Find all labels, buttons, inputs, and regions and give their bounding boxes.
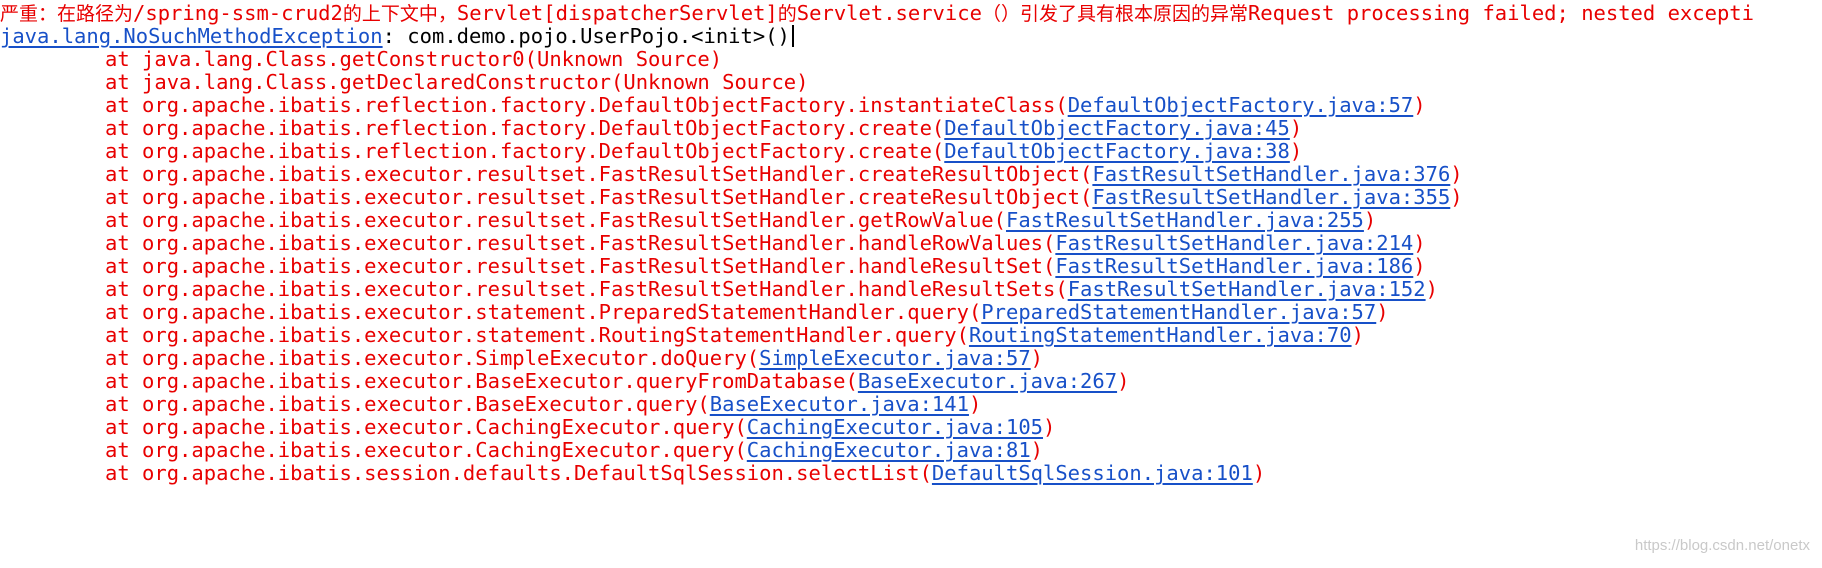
stack-frame: at java.lang.Class.getConstructor0(Unkno…: [105, 46, 722, 73]
frame-source-link[interactable]: FastResultSetHandler.java:355: [1092, 185, 1451, 209]
frame-source-link[interactable]: SimpleExecutor.java:57: [759, 346, 1031, 370]
stack-frame: at org.apache.ibatis.executor.resultset.…: [105, 161, 1463, 188]
message-cn-1: 在路径为: [57, 3, 134, 25]
frame-suffix: ): [1030, 346, 1044, 370]
frame-source-link[interactable]: FastResultSetHandler.java:214: [1055, 231, 1414, 255]
frame-source-link[interactable]: DefaultObjectFactory.java:38: [944, 139, 1290, 163]
frame-source-link[interactable]: FastResultSetHandler.java:255: [1005, 208, 1364, 232]
frame-text: at org.apache.ibatis.executor.resultset.…: [105, 231, 1056, 255]
text-cursor: [791, 25, 794, 47]
frame-suffix: ): [1376, 300, 1389, 324]
frame-suffix: ): [1043, 415, 1056, 439]
frame-text: at org.apache.ibatis.reflection.factory.…: [105, 139, 945, 163]
stack-frame: at org.apache.ibatis.reflection.factory.…: [105, 115, 1302, 142]
stack-frame: at org.apache.ibatis.reflection.factory.…: [105, 138, 1302, 165]
frame-text: at org.apache.ibatis.executor.resultset.…: [105, 185, 1093, 209]
frame-text: at org.apache.ibatis.reflection.factory.…: [105, 93, 1068, 117]
frame-source-link[interactable]: FastResultSetHandler.java:152: [1067, 277, 1426, 301]
frame-text: at org.apache.ibatis.executor.SimpleExec…: [105, 346, 760, 370]
stack-frame: at org.apache.ibatis.executor.statement.…: [105, 322, 1364, 349]
servlet-ref: Servlet[dispatcherServlet]: [456, 1, 778, 25]
frame-text: at org.apache.ibatis.reflection.factory.…: [105, 116, 945, 140]
frame-suffix: ): [1413, 231, 1426, 255]
frame-suffix: ): [1351, 323, 1364, 347]
stack-frame: at org.apache.ibatis.executor.resultset.…: [105, 230, 1426, 257]
frame-suffix: ): [1252, 461, 1266, 485]
frame-source-link[interactable]: FastResultSetHandler.java:186: [1055, 254, 1414, 278]
frame-text: at org.apache.ibatis.executor.statement.…: [105, 323, 969, 347]
exception-class-link[interactable]: java.lang.NoSuchMethodException: [0, 24, 383, 48]
frame-source-link[interactable]: CachingExecutor.java:105: [746, 415, 1044, 439]
stack-frame: at org.apache.ibatis.executor.CachingExe…: [105, 414, 1055, 441]
frame-suffix: ): [1289, 116, 1303, 140]
message-cn-3: 的: [777, 3, 797, 25]
frame-suffix: ): [1289, 139, 1303, 163]
frame-source-link[interactable]: FastResultSetHandler.java:376: [1092, 162, 1451, 186]
stack-frame: at java.lang.Class.getDeclaredConstructo…: [105, 69, 809, 96]
frame-suffix: ): [1450, 162, 1463, 186]
stack-frame: at org.apache.ibatis.executor.CachingExe…: [105, 437, 1043, 464]
frame-source-link[interactable]: BaseExecutor.java:267: [857, 369, 1118, 393]
frame-text: at org.apache.ibatis.executor.resultset.…: [105, 208, 1006, 232]
frame-source-link[interactable]: DefaultSqlSession.java:101: [931, 461, 1253, 485]
frame-source-link[interactable]: DefaultObjectFactory.java:57: [1067, 93, 1414, 117]
message-cn-4: （）引发了具有根本原因的异常: [981, 3, 1248, 25]
frame-text: at org.apache.ibatis.executor.resultset.…: [105, 277, 1068, 301]
frame-source-link[interactable]: RoutingStatementHandler.java:70: [968, 323, 1352, 347]
exception-message: : com.demo.pojo.UserPojo.<init>(): [382, 24, 790, 48]
frame-suffix: ): [1117, 369, 1130, 393]
stack-frame: at org.apache.ibatis.executor.SimpleExec…: [105, 345, 1043, 372]
frame-text: at java.lang.Class.getConstructor0(Unkno…: [105, 47, 723, 71]
frame-text: at java.lang.Class.getDeclaredConstructo…: [105, 70, 809, 94]
frame-source-link[interactable]: PreparedStatementHandler.java:57: [981, 300, 1377, 324]
frame-suffix: ): [1413, 254, 1426, 278]
frame-source-link[interactable]: CachingExecutor.java:81: [746, 438, 1031, 462]
stack-frame: at org.apache.ibatis.executor.resultset.…: [105, 276, 1438, 303]
frame-suffix: ): [1030, 438, 1044, 462]
frame-source-link[interactable]: BaseExecutor.java:141: [709, 392, 969, 416]
frame-source-link[interactable]: DefaultObjectFactory.java:45: [944, 116, 1290, 140]
frame-suffix: ): [1425, 277, 1438, 301]
frame-text: at org.apache.ibatis.executor.resultset.…: [105, 254, 1056, 278]
frame-text: at org.apache.ibatis.executor.statement.…: [105, 300, 982, 324]
message-en: Request processing failed; nested except…: [1247, 1, 1754, 25]
stack-frame: at org.apache.ibatis.executor.BaseExecut…: [105, 391, 981, 418]
frame-suffix: ): [1413, 93, 1426, 117]
stack-frame: at org.apache.ibatis.session.defaults.De…: [105, 460, 1265, 487]
watermark: https://blog.csdn.net/onetx: [1634, 537, 1810, 554]
servlet-method: Servlet.service: [796, 1, 982, 25]
stack-frame: at org.apache.ibatis.executor.resultset.…: [105, 253, 1426, 280]
stack-frame: at org.apache.ibatis.executor.resultset.…: [105, 184, 1463, 211]
frame-text: at org.apache.ibatis.executor.resultset.…: [105, 162, 1093, 186]
frame-text: at org.apache.ibatis.executor.CachingExe…: [105, 415, 747, 439]
frame-suffix: ): [1450, 185, 1463, 209]
error-header-line: 严重：在路径为/spring-ssm-crud2的上下文中，Servlet[di…: [0, 0, 1754, 27]
frame-text: at org.apache.ibatis.executor.BaseExecut…: [105, 392, 710, 416]
frame-text: at org.apache.ibatis.executor.CachingExe…: [105, 438, 747, 462]
stack-frame: at org.apache.ibatis.reflection.factory.…: [105, 92, 1426, 119]
exception-line: java.lang.NoSuchMethodException: com.dem…: [0, 23, 794, 50]
frame-suffix: ): [1363, 208, 1377, 232]
context-path: /spring-ssm-crud2: [133, 1, 343, 25]
message-cn-2: 的上下文中，: [342, 3, 457, 25]
frame-text: at org.apache.ibatis.executor.BaseExecut…: [105, 369, 858, 393]
severity-label: 严重：: [0, 3, 58, 25]
stack-frame: at org.apache.ibatis.executor.resultset.…: [105, 207, 1376, 234]
frame-suffix: ): [968, 392, 982, 416]
stack-frame: at org.apache.ibatis.executor.BaseExecut…: [105, 368, 1129, 395]
frame-text: at org.apache.ibatis.session.defaults.De…: [105, 461, 932, 485]
stack-frame: at org.apache.ibatis.executor.statement.…: [105, 299, 1389, 326]
